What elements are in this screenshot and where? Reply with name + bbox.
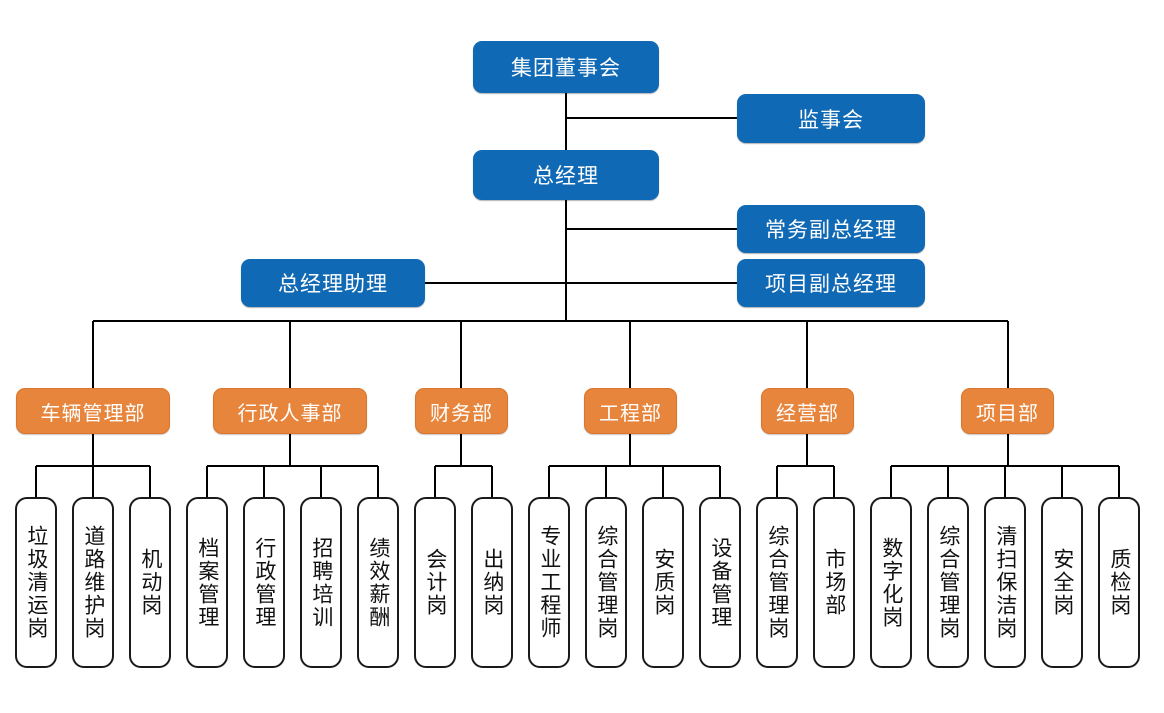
department-box-finance[interactable]: 财务部 bbox=[415, 388, 508, 434]
position-label: 市场部 bbox=[822, 548, 847, 617]
position-box-p18[interactable]: 清扫保洁岗 bbox=[984, 497, 1026, 668]
position-box-p05[interactable]: 行政管理 bbox=[243, 497, 285, 668]
department-box-project[interactable]: 项目部 bbox=[961, 388, 1054, 434]
position-label: 机动岗 bbox=[138, 548, 163, 617]
department-box-vehicle[interactable]: 车辆管理部 bbox=[16, 388, 170, 434]
department-box-operation[interactable]: 经营部 bbox=[761, 388, 854, 434]
position-box-p13[interactable]: 设备管理 bbox=[699, 497, 741, 668]
position-box-p20[interactable]: 质检岗 bbox=[1098, 497, 1140, 668]
position-box-p16[interactable]: 数字化岗 bbox=[870, 497, 912, 668]
position-box-p19[interactable]: 安全岗 bbox=[1041, 497, 1083, 668]
position-box-p08[interactable]: 会计岗 bbox=[414, 497, 456, 668]
position-box-p11[interactable]: 综合管理岗 bbox=[585, 497, 627, 668]
position-box-p12[interactable]: 安质岗 bbox=[642, 497, 684, 668]
exec-box-project-vp[interactable]: 项目副总经理 bbox=[737, 259, 925, 307]
position-box-p17[interactable]: 综合管理岗 bbox=[927, 497, 969, 668]
position-box-p02[interactable]: 道路维护岗 bbox=[72, 497, 114, 668]
position-box-p07[interactable]: 绩效薪酬 bbox=[357, 497, 399, 668]
position-box-p01[interactable]: 垃圾清运岗 bbox=[15, 497, 57, 668]
position-box-p06[interactable]: 招聘培训 bbox=[300, 497, 342, 668]
position-label: 综合管理岗 bbox=[594, 525, 619, 640]
exec-box-board[interactable]: 集团董事会 bbox=[473, 41, 659, 93]
exec-box-exec-vp[interactable]: 常务副总经理 bbox=[737, 205, 925, 253]
position-label: 清扫保洁岗 bbox=[993, 525, 1018, 640]
position-label: 会计岗 bbox=[423, 548, 448, 617]
position-label: 招聘培训 bbox=[309, 536, 334, 629]
position-box-p04[interactable]: 档案管理 bbox=[186, 497, 228, 668]
position-label: 安全岗 bbox=[1050, 548, 1075, 617]
position-label: 垃圾清运岗 bbox=[24, 525, 49, 640]
position-box-p15[interactable]: 市场部 bbox=[813, 497, 855, 668]
position-box-p10[interactable]: 专业工程师 bbox=[528, 497, 570, 668]
exec-box-gm[interactable]: 总经理 bbox=[473, 150, 659, 200]
department-box-engineer[interactable]: 工程部 bbox=[584, 388, 677, 434]
position-label: 综合管理岗 bbox=[765, 525, 790, 640]
position-label: 档案管理 bbox=[195, 536, 220, 629]
position-label: 数字化岗 bbox=[879, 536, 904, 629]
position-label: 专业工程师 bbox=[537, 525, 562, 640]
position-label: 质检岗 bbox=[1107, 548, 1132, 617]
position-label: 综合管理岗 bbox=[936, 525, 961, 640]
department-box-admin-hr[interactable]: 行政人事部 bbox=[213, 388, 367, 434]
position-box-p14[interactable]: 综合管理岗 bbox=[756, 497, 798, 668]
position-label: 道路维护岗 bbox=[81, 525, 106, 640]
position-box-p09[interactable]: 出纳岗 bbox=[471, 497, 513, 668]
exec-box-gm-assistant[interactable]: 总经理助理 bbox=[241, 259, 425, 307]
position-label: 安质岗 bbox=[651, 548, 676, 617]
position-label: 行政管理 bbox=[252, 536, 277, 629]
position-label: 绩效薪酬 bbox=[366, 536, 391, 629]
exec-box-supervisory[interactable]: 监事会 bbox=[737, 94, 925, 143]
position-label: 出纳岗 bbox=[480, 548, 505, 617]
position-box-p03[interactable]: 机动岗 bbox=[129, 497, 171, 668]
position-label: 设备管理 bbox=[708, 536, 733, 629]
